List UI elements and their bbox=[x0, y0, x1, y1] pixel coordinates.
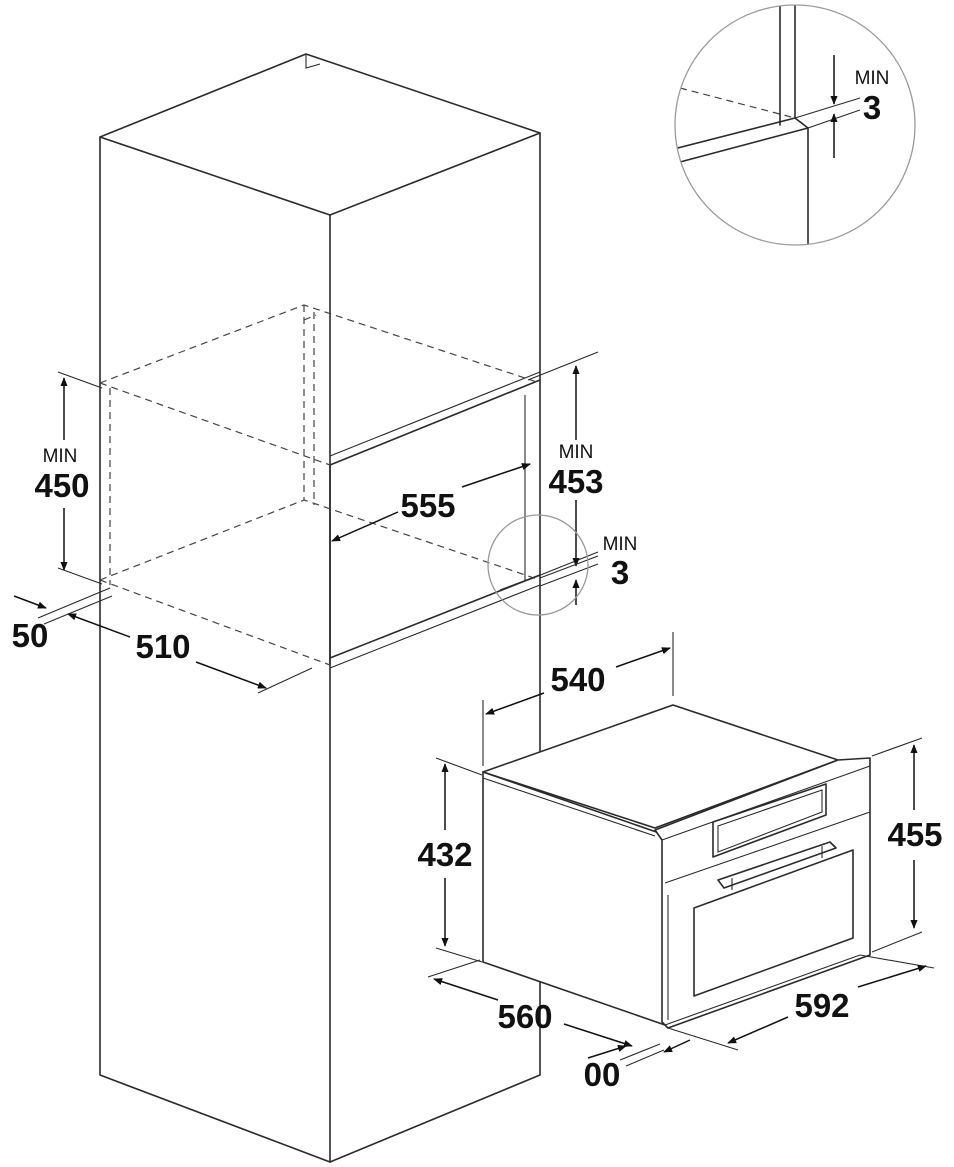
label-00: 00 bbox=[584, 1056, 621, 1093]
lower-door-top bbox=[329, 574, 541, 659]
label-3-niche: 3 bbox=[611, 554, 629, 591]
dim-oven-top-depth: 540 bbox=[482, 632, 674, 766]
cabinet-left-side bbox=[99, 136, 331, 1163]
dim-door-offset: 00 bbox=[584, 1039, 691, 1093]
min-3-prefix: MIN bbox=[603, 534, 638, 555]
niche-hidden-lines bbox=[99, 304, 541, 666]
detail-callout-circle bbox=[487, 514, 589, 616]
dim-oven-width: 592 bbox=[667, 954, 935, 1051]
cabinet-top-notch bbox=[305, 54, 321, 69]
oven-handle bbox=[717, 841, 837, 889]
label-592: 592 bbox=[794, 987, 849, 1024]
dim-cabinet-opening-height: MIN 450 bbox=[34, 371, 103, 585]
detail-inset-circle bbox=[674, 4, 916, 246]
detail-min-prefix: MIN bbox=[855, 68, 890, 89]
min-450-prefix: MIN bbox=[43, 446, 78, 467]
upper-door-bottom bbox=[329, 379, 541, 466]
tall-cabinet bbox=[99, 53, 541, 1163]
label-510: 510 bbox=[135, 628, 190, 665]
label-560: 560 bbox=[497, 998, 552, 1035]
oven bbox=[482, 704, 871, 1029]
label-455: 455 bbox=[887, 816, 942, 853]
label-50: 50 bbox=[12, 617, 49, 654]
oven-display bbox=[712, 783, 827, 858]
label-555: 555 bbox=[400, 487, 455, 524]
cabinet-top-face bbox=[99, 53, 541, 216]
dim-oven-depth: 560 bbox=[427, 959, 633, 1047]
dim-front-and-depth: 50 510 bbox=[12, 587, 313, 694]
oven-door-window bbox=[693, 849, 854, 997]
cabinet-right-side bbox=[329, 132, 541, 1163]
label-3-detail: 3 bbox=[863, 89, 881, 126]
label-540: 540 bbox=[550, 661, 605, 698]
detail-inset: MIN 3 bbox=[674, 4, 916, 246]
label-450: 450 bbox=[34, 467, 89, 504]
dim-niche-depth: 555 bbox=[331, 463, 531, 542]
label-432: 432 bbox=[417, 836, 472, 873]
min-453-prefix: MIN bbox=[559, 442, 594, 463]
dim-oven-body-height: 432 bbox=[417, 757, 483, 963]
label-453: 453 bbox=[548, 463, 603, 500]
dim-oven-front-height: 455 bbox=[871, 737, 943, 953]
dim-niche-gap: MIN 3 bbox=[487, 514, 638, 616]
oven-front bbox=[654, 757, 871, 1029]
